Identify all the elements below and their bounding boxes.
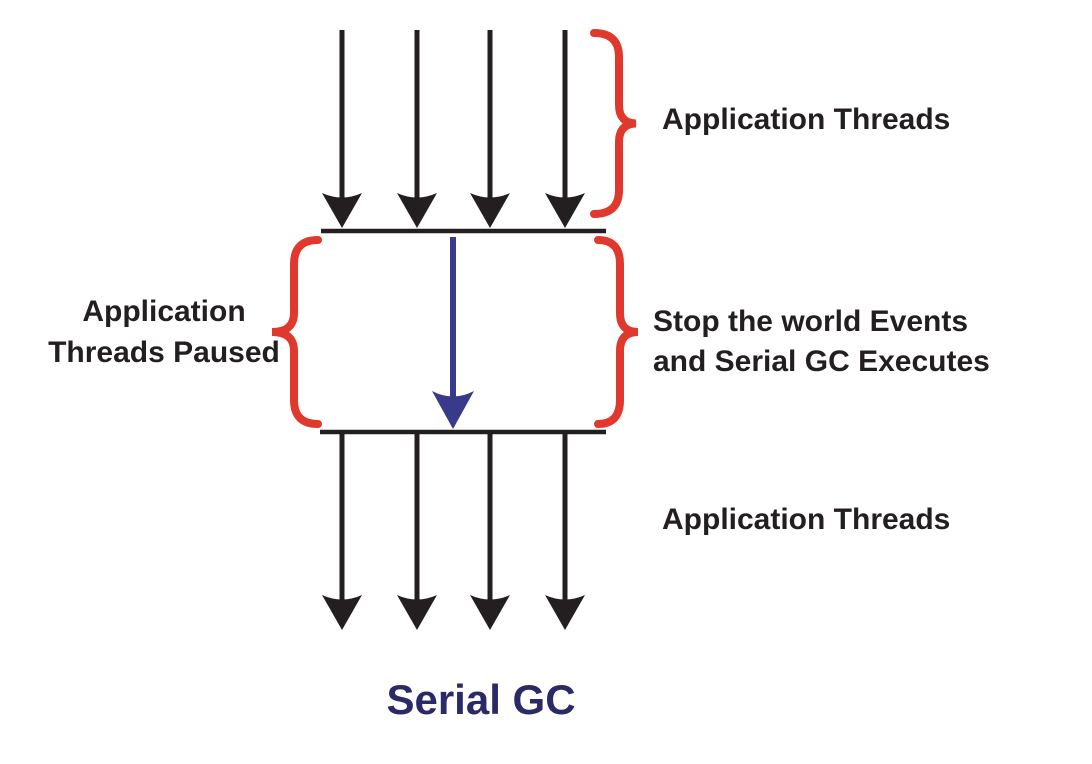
app-thread-arrowhead-icon (322, 193, 362, 228)
app-thread-arrowhead-icon (470, 193, 510, 228)
top-thread-arrows-group (322, 30, 585, 228)
serial-gc-arrow-group (432, 237, 474, 429)
top-right-brace-icon (590, 29, 637, 218)
top-application-threads-label: Application Threads (662, 103, 951, 136)
app-thread-arrowhead-icon (470, 595, 510, 630)
middle-right-brace-icon (594, 236, 639, 428)
bottom-application-threads-label: Application Threads (662, 503, 951, 536)
middle-left-brace-icon (271, 236, 322, 428)
app-thread-arrowhead-icon (545, 595, 585, 630)
stop-the-world-label: Stop the world Events and Serial GC Exec… (653, 302, 990, 382)
app-thread-arrowhead-icon (397, 193, 437, 228)
app-thread-arrowhead-icon (545, 193, 585, 228)
application-threads-paused-label: Application Threads Paused (32, 291, 296, 373)
gc-thread-arrowhead-icon (432, 391, 474, 429)
diagram-title: Serial GC (386, 676, 576, 723)
stop-the-world-line2: and Serial GC Executes (653, 345, 990, 378)
bottom-thread-arrows-group (322, 434, 585, 630)
stop-the-world-line1: Stop the world Events (653, 305, 969, 338)
app-thread-arrowhead-icon (397, 595, 437, 630)
app-thread-arrowhead-icon (322, 595, 362, 630)
application-threads-paused-line2: Threads Paused (48, 336, 280, 369)
application-threads-paused-line1: Application (82, 295, 246, 328)
